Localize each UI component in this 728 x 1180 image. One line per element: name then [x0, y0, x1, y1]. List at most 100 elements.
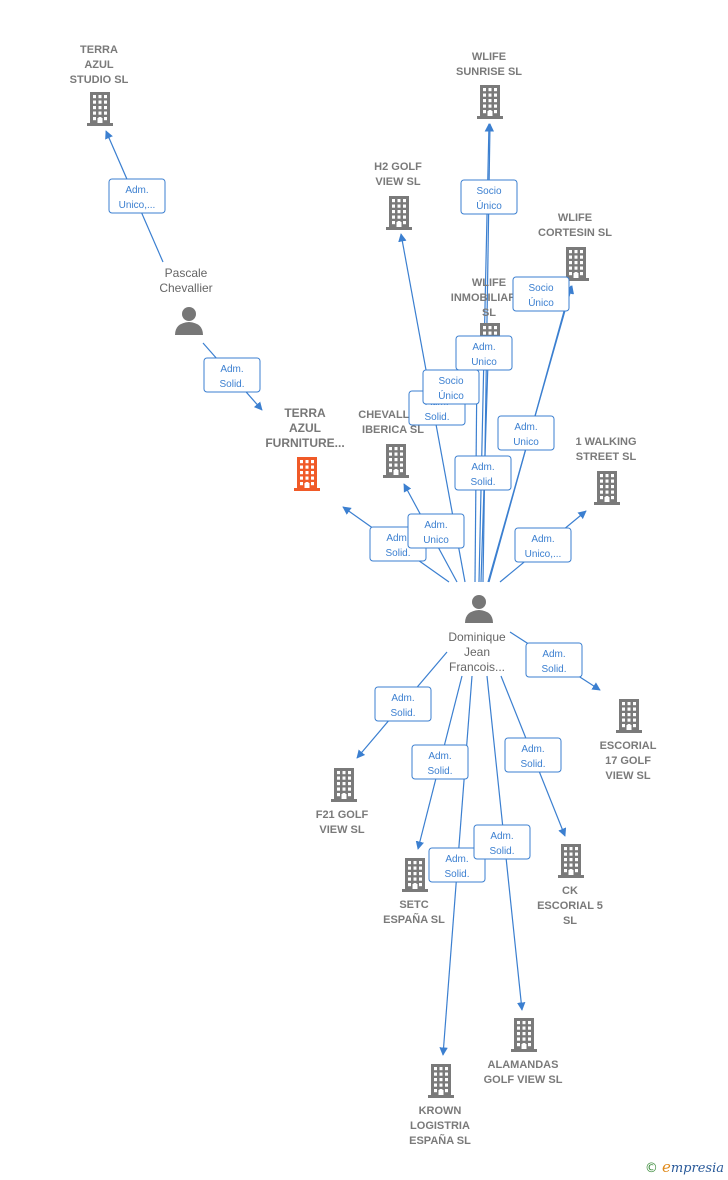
copyright-icon: ©: [644, 1161, 658, 1176]
edge-label-text: Solid.: [219, 379, 244, 390]
edge-label-box: [454, 455, 512, 491]
company-building-icon[interactable]: [383, 444, 409, 478]
edge-label-text: Unico,...: [525, 549, 562, 560]
person-label-dominique-line: Francois...: [449, 660, 505, 674]
company-label-h2_golf-line: H2 GOLF: [374, 161, 422, 173]
edge-label-box: [504, 737, 562, 773]
edge-label-text: Socio: [528, 283, 553, 294]
company-building-icon[interactable]: [616, 699, 642, 733]
person-label-pascale-line: Chevallier: [159, 281, 212, 295]
company-building-icon[interactable]: [87, 92, 113, 126]
edge-role-label[interactable]: Adm.Solid.: [411, 744, 469, 780]
edge-role-label[interactable]: Adm. Solid.: [454, 455, 512, 491]
focus-company-icon[interactable]: [294, 457, 320, 491]
edge-label-text: Solid.: [390, 708, 415, 719]
edge-label-text: Adm.: [514, 422, 537, 433]
company-building-icon[interactable]: [386, 196, 412, 230]
edge-role-label[interactable]: Adm.Unico,...: [108, 178, 166, 214]
edge-label-text: Único: [476, 199, 502, 212]
company-label-escorial17-line: VIEW SL: [605, 770, 651, 782]
edge-role-label[interactable]: Adm.Solid.: [374, 686, 432, 722]
edge-role-label[interactable]: Adm. Solid.: [504, 737, 562, 773]
company-label-h2_golf-line: VIEW SL: [375, 176, 421, 188]
company-label-wlife_inmob-line: INMOBILIARIA: [451, 292, 527, 304]
company-label-krown-line: ESPAÑA SL: [409, 1134, 471, 1147]
edge-label-text: Adm.: [531, 534, 554, 545]
edge-label-box: [460, 179, 518, 215]
company-label-wlife_inmob: WLIFE INMOBILIARIA SL: [451, 277, 527, 319]
company-label-alamandas-line: ALAMANDAS: [488, 1059, 559, 1071]
company-label-terra_furniture-line: TERRA: [284, 406, 326, 420]
edge-label-text: Adm.: [471, 462, 494, 473]
edge-label-text: Adm.: [424, 520, 447, 531]
company-building-icon[interactable]: [477, 85, 503, 119]
edge-label-text: Solid.: [385, 548, 410, 559]
brand-name: mpresia: [670, 1161, 724, 1176]
company-label-wlife_cortesin-line: CORTESIN SL: [538, 227, 612, 239]
edge-label-box: [411, 744, 469, 780]
company-label-ck_escorial-line: SL: [563, 915, 577, 927]
person-icon[interactable]: [175, 307, 203, 335]
edge-label-text: Solid.: [470, 477, 495, 488]
company-building-icon[interactable]: [428, 1064, 454, 1098]
edge-role-label[interactable]: Adm. Unico,...: [514, 527, 572, 563]
edge-label-box: [203, 357, 261, 393]
edge-role-label[interactable]: Adm.Solid.: [428, 847, 486, 883]
edge-label-text: Único: [528, 296, 554, 309]
edge-role-label[interactable]: Adm.Solid.: [525, 642, 583, 678]
company-building-icon[interactable]: [594, 471, 620, 505]
company-building-icon[interactable]: [402, 858, 428, 892]
company-building-icon[interactable]: [558, 844, 584, 878]
edge-label-text: Solid.: [520, 759, 545, 770]
edge-label-box: [497, 415, 555, 451]
edge-label-box: [455, 335, 513, 371]
company-label-terra_furniture-line: FURNITURE...: [265, 436, 344, 450]
edge-role-label[interactable]: Adm.Solid.: [473, 824, 531, 860]
company-label-ck_escorial-line: ESCORIAL 5: [537, 900, 603, 912]
company-label-setc-line: SETC: [399, 899, 428, 911]
company-label-terra_furniture-line: AZUL: [289, 421, 321, 435]
company-label-terra_studio-line: STUDIO SL: [70, 74, 129, 86]
company-label-wlife_inmob-line: SL: [482, 307, 496, 319]
edge-label-box: [525, 642, 583, 678]
person-label-dominique-line: Dominique: [448, 630, 506, 644]
company-label-escorial17-line: ESCORIAL: [600, 740, 657, 752]
edge-label-text: Adm.: [490, 831, 513, 842]
edge-role-label[interactable]: Adm.Unico: [455, 335, 513, 371]
edge-label-text: Adm.: [220, 364, 243, 375]
empresia-watermark[interactable]: © empresia: [645, 1158, 724, 1176]
edge-label-box: [428, 847, 486, 883]
edge-role-label[interactable]: Adm. Unico: [497, 415, 555, 451]
edge-label-text: Solid.: [444, 869, 469, 880]
company-label-h2_golf: H2 GOLF VIEW SL: [374, 161, 422, 188]
edge-role-label[interactable]: Adm. Unico: [407, 513, 465, 549]
person-icon[interactable]: [465, 595, 493, 623]
company-label-walking_street-line: STREET SL: [576, 451, 637, 463]
company-label-f21_golf-line: F21 GOLF: [316, 809, 369, 821]
edge-label-text: Unico: [513, 437, 539, 448]
edge-label-text: Único: [438, 389, 464, 402]
edge-role-label[interactable]: Adm. Solid.: [203, 357, 261, 393]
edge-label-text: Unico: [423, 535, 449, 546]
company-building-icon[interactable]: [511, 1018, 537, 1052]
company-building-icon[interactable]: [563, 247, 589, 281]
edge-label-text: Unico,...: [119, 200, 156, 211]
edge-label-text: Adm.: [521, 744, 544, 755]
edge-label-text: Solid.: [541, 664, 566, 675]
company-building-icon[interactable]: [331, 768, 357, 802]
company-label-wlife_inmob-line: WLIFE: [472, 277, 506, 289]
